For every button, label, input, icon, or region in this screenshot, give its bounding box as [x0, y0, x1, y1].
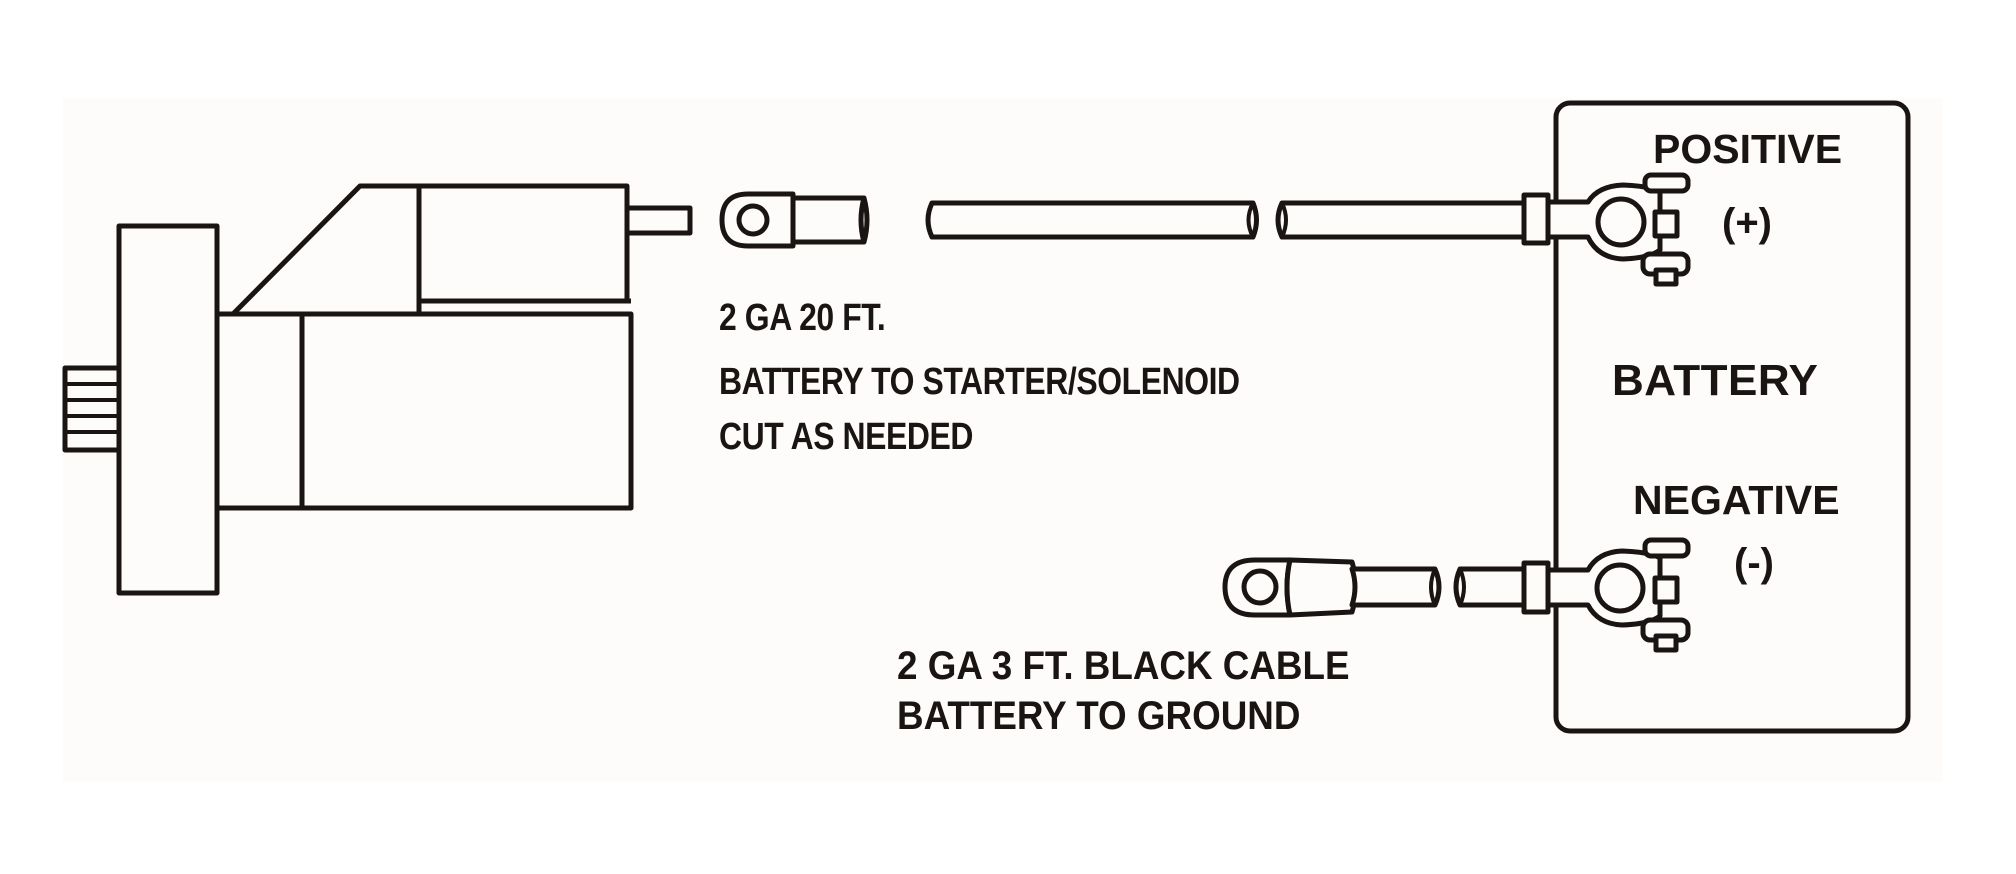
positive-cable-route-label: BATTERY TO STARTER/SOLENOID: [719, 361, 1240, 403]
ring-lug-icon: [1222, 557, 1359, 618]
positive-symbol: (+): [1722, 201, 1772, 245]
ring-lug-icon: [719, 191, 870, 249]
starter-motor: [62, 183, 693, 596]
cable-segment: [1349, 566, 1442, 608]
mounting-flange: [116, 223, 220, 596]
cable-segment: [1275, 200, 1528, 240]
motor-body: [214, 311, 634, 511]
cable-segment: [925, 200, 1259, 240]
negative-symbol: (-): [1734, 541, 1774, 585]
negative-terminal-clamp-icon: [1521, 537, 1691, 653]
negative-cable-route-label: BATTERY TO GROUND: [897, 694, 1301, 738]
negative-terminal-label: NEGATIVE: [1633, 477, 1840, 523]
pinion-gear-icon: [62, 365, 122, 453]
solenoid: [230, 183, 630, 317]
positive-terminal-clamp-icon: [1521, 172, 1691, 287]
positive-terminal-label: POSITIVE: [1653, 126, 1843, 172]
positive-cable-note-label: CUT AS NEEDED: [719, 416, 974, 458]
solenoid-terminal-stud: [624, 205, 693, 236]
negative-cable: [1222, 557, 1527, 618]
negative-cable-gauge-label: 2 GA 3 FT. BLACK CABLE: [897, 644, 1350, 688]
positive-cable: [719, 191, 1528, 249]
positive-cable-gauge-label: 2 GA 20 FT.: [719, 297, 886, 339]
battery-label: BATTERY: [1612, 356, 1819, 405]
cable-segment: [1453, 566, 1527, 608]
